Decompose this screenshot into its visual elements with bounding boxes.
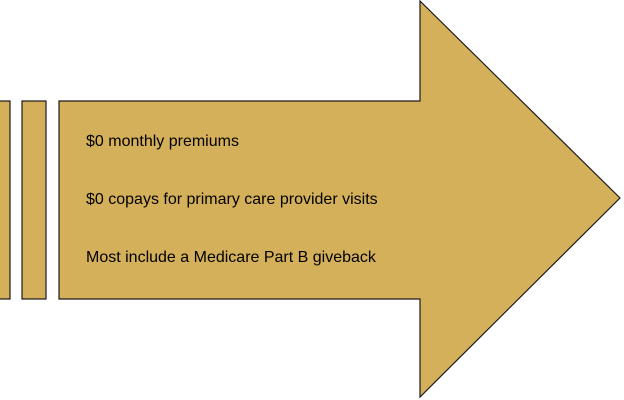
arrow-body [58, 0, 621, 399]
tail-bar-left [0, 100, 11, 300]
bullet-part-b-giveback: Most include a Medicare Part B giveback [86, 249, 376, 266]
tail-bar-middle [21, 100, 47, 300]
bullet-monthly-premiums: $0 monthly premiums [86, 133, 239, 150]
bullet-copays: $0 copays for primary care provider visi… [86, 191, 378, 208]
